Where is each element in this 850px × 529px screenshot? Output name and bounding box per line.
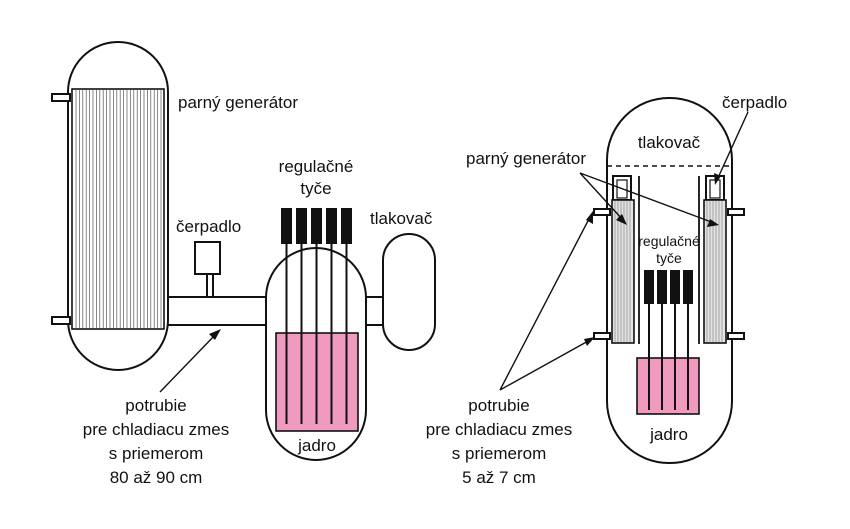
left-sg-nozzle-top: [51, 93, 71, 102]
right-rod-head: [644, 270, 654, 304]
right-piping-label-1: potrubie: [468, 396, 529, 415]
left-piping-label-2: pre chladiacu zmes: [83, 420, 229, 439]
right-steam-generator-label: parný generátor: [466, 149, 586, 168]
left-piping-label-1: potrubie: [125, 396, 186, 415]
right-nozzle: [593, 332, 611, 340]
left-steam-generator-label: parný generátor: [178, 93, 298, 112]
left-piping-arrowhead: [209, 329, 221, 340]
right-sg-arrowhead: [616, 214, 627, 225]
right-piping-arrow: [499, 216, 591, 391]
right-pump-label: čerpadlo: [722, 93, 787, 112]
right-nozzle: [593, 208, 611, 216]
right-nozzle: [727, 332, 745, 340]
left-piping-label-3: s priemerom: [109, 444, 203, 463]
left-rod-head: [341, 208, 352, 244]
left-control-rods-label-2: tyče: [300, 179, 331, 198]
right-steam-generator-right: [703, 199, 727, 344]
right-steam-generator-left: [611, 199, 635, 344]
right-pump-arrowhead: [714, 173, 721, 185]
left-piping-label-4: 80 až 90 cm: [110, 468, 203, 487]
right-piping-arrowhead: [586, 211, 593, 224]
right-piping-arrow: [499, 339, 591, 391]
right-core-label: jadro: [649, 425, 688, 444]
left-control-rods-label-1: regulačné: [279, 157, 354, 176]
left-rod-head: [296, 208, 307, 244]
right-piping-label-3: s priemerom: [452, 444, 546, 463]
left-rod-head: [311, 208, 322, 244]
left-rod-head: [281, 208, 292, 244]
right-sg-arrow: [579, 172, 715, 224]
left-pump-label: čerpadlo: [176, 217, 241, 236]
right-sg-arrow: [579, 172, 624, 221]
left-sg-nozzle-bottom: [51, 316, 71, 325]
left-pressurizer-label: tlakovač: [370, 209, 433, 228]
right-integral-reactor: tlakovač čerpadlo parný generátor regula…: [426, 93, 787, 487]
right-rod-head: [657, 270, 667, 304]
left-rod-head: [326, 208, 337, 244]
left-sg-tube-bundle: [71, 88, 165, 330]
right-pump-arrow: [716, 111, 749, 181]
right-piping-label-4: 5 až 7 cm: [462, 468, 536, 487]
left-loop-reactor: parný generátor regulačné tyče čerpadlo …: [51, 41, 436, 487]
right-pressurizer-label: tlakovač: [638, 133, 701, 152]
left-pressurizer: [382, 233, 436, 351]
right-sg-arrowhead: [707, 219, 719, 227]
right-nozzle: [727, 208, 745, 216]
left-piping-arrow: [159, 333, 217, 393]
left-control-rods: [281, 208, 352, 424]
left-sg-tubes: [75, 90, 162, 328]
right-rod-head: [683, 270, 693, 304]
right-piping-label-2: pre chladiacu zmes: [426, 420, 572, 439]
right-core: [636, 357, 700, 415]
right-pump-left-inner: [616, 179, 628, 199]
right-control-rods-label-1: regulačné: [638, 233, 700, 249]
right-piping-arrowhead: [584, 337, 595, 346]
left-core-label: jadro: [297, 436, 336, 455]
right-rod-head: [670, 270, 680, 304]
left-pump: [194, 241, 221, 275]
right-sg-tubes: [614, 201, 723, 342]
right-control-rods: [644, 270, 693, 410]
right-control-rods-label-2: tyče: [656, 250, 682, 266]
